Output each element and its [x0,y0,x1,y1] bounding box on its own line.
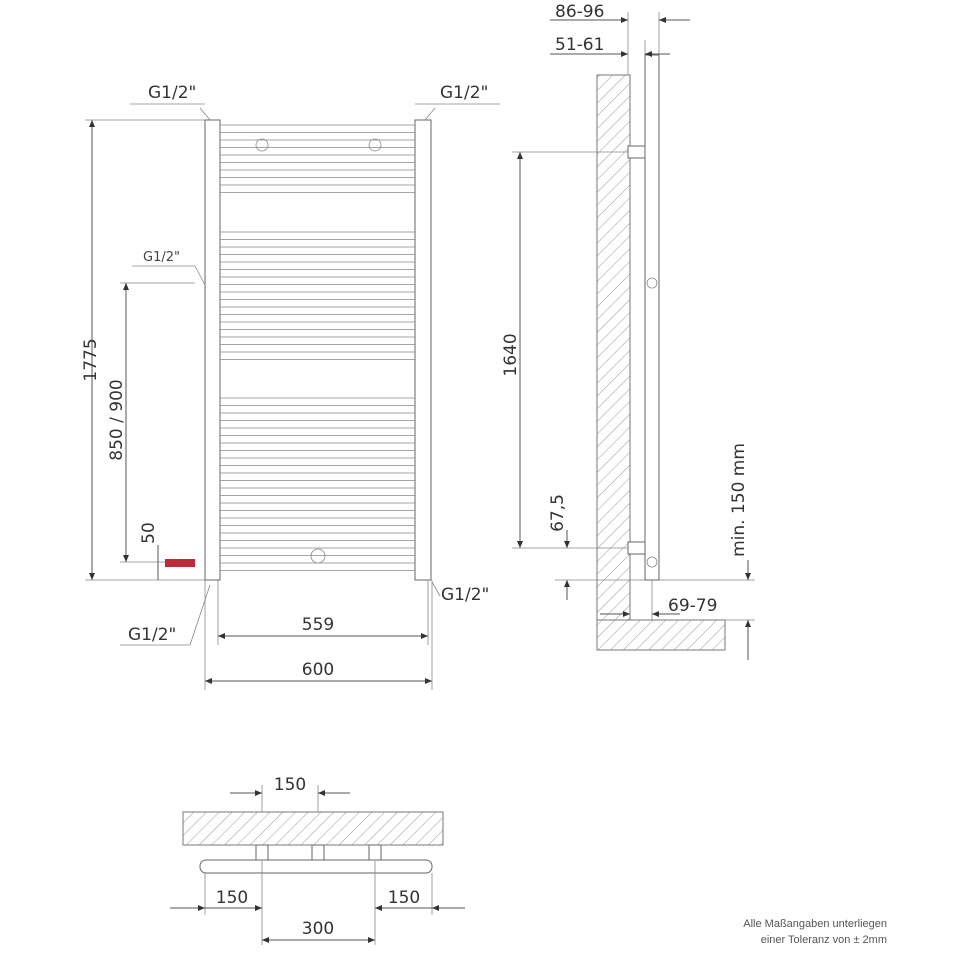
bracket-spacing-label: 1640 [501,333,521,376]
front-view: 1775 850 / 900 50 G1/2" G1/2" G1/2" G1/2… [81,83,500,690]
radiator-bars [220,124,415,571]
top-tube [199,859,433,874]
element-offset-label: 50 [139,522,159,544]
floor-hatch [596,619,726,651]
side-tube [644,54,660,581]
lower-bracket [627,541,646,555]
height-element-label: 850 / 900 [107,379,127,460]
connection-bottom-left-label: G1/2" [128,625,176,645]
wall-distance-label: 69-79 [668,596,717,616]
tolerance-note: Alle Maßangaben unterliegen einer Tolera… [743,916,887,948]
top-left-fitting [255,138,269,152]
bottom-fitting [310,548,326,564]
center-spacing-label: 150 [274,775,306,795]
upper-bracket [627,145,646,159]
top-right-fitting [368,138,382,152]
tolerance-note-line2: einer Toleranz von ± 2mm [760,934,887,946]
connection-top-left-label: G1/2" [148,83,196,103]
wall-hatch [596,74,631,621]
width-total-label: 600 [302,660,334,680]
right-tube [414,119,432,581]
left-offset-label: 150 [216,888,248,908]
tolerance-note-line1: Alle Maßangaben unterliegen [743,918,887,930]
right-offset-label: 150 [388,888,420,908]
depth-inner-label: 51-61 [555,35,604,55]
width-inner-label: 559 [302,615,334,635]
height-total-label: 1775 [81,338,101,381]
connection-side-label: G1/2" [143,250,180,265]
connection-bottom-right-label: G1/2" [441,585,489,605]
bracket-span-label: 300 [302,919,334,939]
connection-top-right-label: G1/2" [440,83,488,103]
side-view: 86-96 51-61 1640 67,5 min. 150 mm 69-79 [501,2,755,660]
left-tube [204,119,221,581]
heating-element [165,559,195,567]
bracket-offset-label: 67,5 [548,494,568,532]
top-wall-hatch [182,811,444,846]
depth-outer-label: 86-96 [555,2,604,22]
floor-clearance-label: min. 150 mm [729,443,749,557]
top-view: 150 150 150 300 [170,775,465,945]
